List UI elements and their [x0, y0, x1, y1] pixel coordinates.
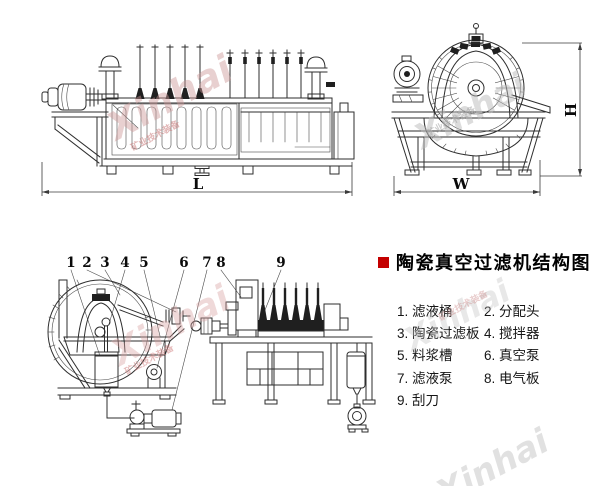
callout-7: 7 [202, 255, 211, 271]
side-view-tank [105, 97, 333, 160]
filter-disc-wheel [427, 39, 525, 137]
dim-length-label: L [193, 175, 204, 193]
dimension-height: H [522, 42, 582, 177]
callout-4: 4 [120, 255, 129, 271]
table-frame [209, 336, 376, 405]
legend-row: 7. 滤液泵 8. 电气板 [397, 366, 540, 388]
distribution-head-top [468, 23, 484, 44]
legend-item-3: 3. 陶瓷过滤板 [397, 326, 480, 342]
right-tank-and-pump [346, 342, 369, 433]
end-view-motor [392, 55, 424, 103]
legend-item-4: 4. 搅拌器 [484, 326, 540, 342]
legend-row: 5. 料浆槽 6. 真空泵 [397, 343, 540, 365]
leader-lines [70, 269, 282, 411]
legend-item-1: 1. 滤液桶 [397, 304, 453, 320]
callout-9: 9 [276, 255, 285, 271]
legend-item-9: 9. 刮刀 [397, 392, 440, 408]
side-view-small-tank [333, 102, 355, 160]
dome-valve-left [98, 55, 122, 100]
callout-6: 6 [179, 255, 188, 271]
dimension-width: W [393, 160, 541, 196]
legend-item-6: 6. 真空泵 [484, 348, 540, 364]
diagram-title-block: 陶瓷真空过滤机结构图 [378, 249, 591, 275]
side-view-drawing: L [41, 44, 355, 196]
support-bracket [54, 116, 103, 167]
side-view-motor [41, 83, 109, 118]
parts-legend: 1. 滤液桶 2. 分配头 3. 陶瓷过滤板 4. 搅拌器 5. 料浆槽 6. … [397, 299, 540, 410]
watermark-brand: Xinhai [430, 421, 556, 486]
plate-assembly [257, 282, 349, 338]
filtrate-pump [126, 400, 182, 437]
structure-motor [190, 301, 239, 336]
end-view-drawing: W H [391, 23, 582, 196]
structure-diagram: 1 2 3 4 5 6 7 8 9 [47, 255, 376, 437]
legend-row: 9. 刮刀 [397, 388, 540, 410]
hanging-rods [248, 111, 331, 148]
structure-left-view [47, 279, 191, 437]
side-view-pipes [135, 44, 305, 99]
legend-item-5: 5. 料浆槽 [397, 348, 453, 364]
legend-row: 1. 滤液桶 2. 分配头 [397, 299, 540, 321]
structure-right-view [190, 279, 376, 433]
slurry-tank [63, 325, 185, 356]
left-base-frame [57, 339, 177, 400]
legend-row: 3. 陶瓷过滤板 4. 搅拌器 [397, 321, 540, 343]
dim-width-label: W [452, 175, 471, 193]
side-view-base [99, 158, 353, 176]
arch-frame [433, 23, 519, 119]
callout-5: 5 [139, 255, 148, 271]
callout-3: 3 [100, 255, 109, 271]
vacuum-pump [146, 364, 162, 389]
agitator [101, 317, 111, 353]
tank-scallops [431, 134, 521, 156]
callout-8: 8 [216, 255, 225, 271]
dimension-length: L [41, 162, 353, 196]
disc-rim-ticks [47, 279, 153, 361]
electrical-panel [235, 279, 259, 338]
legend-item-7: 7. 滤液泵 [397, 370, 453, 386]
diagram-title: 陶瓷真空过滤机结构图 [396, 253, 591, 273]
filtrate-tub [94, 351, 135, 419]
dim-height-label: H [562, 103, 580, 117]
legend-item-8: 8. 电气板 [484, 370, 540, 386]
end-view-frame [391, 111, 546, 176]
callout-2: 2 [82, 255, 91, 271]
callout-1: 1 [66, 255, 75, 271]
distribution-head [165, 307, 191, 325]
callout-numbers: 1 2 3 4 5 6 7 8 9 [66, 255, 285, 271]
discharge-chute [511, 94, 551, 114]
dome-valve-right [304, 56, 335, 100]
red-square-bullet [378, 256, 389, 268]
legend-item-2: 2. 分配头 [484, 304, 540, 320]
